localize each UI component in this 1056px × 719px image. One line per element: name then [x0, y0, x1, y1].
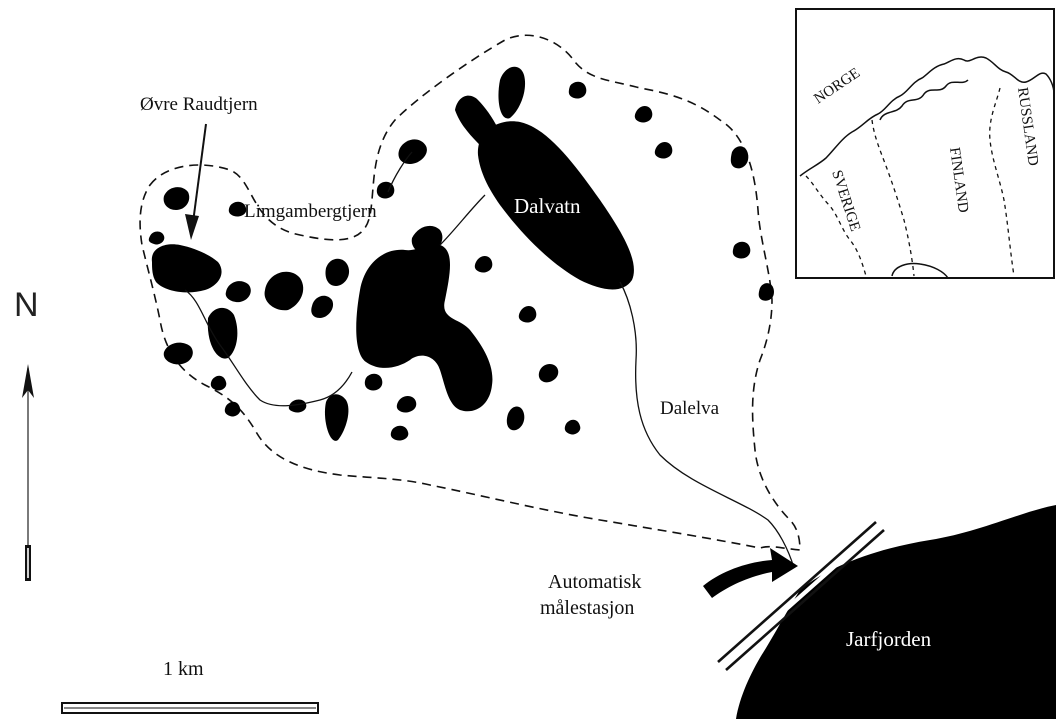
lake-west-e: [210, 375, 227, 391]
lake-mid-f: [364, 373, 383, 391]
north-arrowhead: [22, 364, 34, 398]
inset-border-finland-russland: [989, 87, 1015, 277]
label-dalelva: Dalelva: [660, 398, 720, 419]
river-nw-tributary: [387, 151, 413, 193]
lake-mid-c: [325, 258, 350, 286]
lake-mid-e: [288, 399, 307, 413]
label-limgambergtjern: Limgambergtjern: [244, 201, 377, 222]
lake-dalvatn: [477, 121, 634, 290]
lake-mid-a: [264, 271, 304, 311]
lake-east-h: [758, 283, 774, 301]
lake-east-f: [730, 146, 749, 169]
catchment-boundary: [139, 34, 801, 551]
scale-bar: [61, 702, 319, 714]
lake-west-c: [225, 281, 251, 303]
river-to-dalvatn: [439, 194, 486, 246]
road-line-b: [725, 529, 885, 671]
inset-coast-detail: [879, 79, 969, 121]
lake-mid-g: [396, 396, 417, 413]
lake-north-a: [568, 81, 587, 99]
lake-mid-h: [390, 425, 409, 441]
north-arrow-tail-slit: [27, 548, 29, 578]
north-label: N: [14, 286, 39, 324]
scale-label: 1 km: [163, 658, 204, 680]
lake-west-b: [163, 342, 193, 365]
inset-map: NORGE SVERIGE FINLAND RUSSLAND: [795, 8, 1055, 279]
inset-border-norge-sverige: [805, 175, 867, 277]
lake-east-e: [654, 142, 673, 159]
lake-east-g: [732, 241, 751, 259]
label-dalvatn: Dalvatn: [514, 194, 581, 218]
lake-east-c: [518, 306, 537, 323]
label-station-line2: målestasjon: [540, 597, 634, 619]
lake-nw-b: [228, 201, 247, 217]
lake-central-north: [411, 225, 443, 255]
lake-upper-north-2: [498, 66, 526, 119]
lake-mid-b: [311, 295, 334, 318]
lake-central-cluster: [356, 243, 493, 412]
road-line-a: [717, 521, 877, 663]
lake-west-f: [224, 401, 241, 417]
lake-nw-a: [163, 187, 190, 210]
station-arrow: [703, 548, 798, 598]
inset-coastline: [799, 56, 1055, 177]
lake-east-a: [538, 364, 559, 383]
lake-east-d: [634, 106, 653, 123]
lake-east-b: [474, 256, 493, 273]
lake-mid-d: [324, 394, 349, 441]
river-dalelva: [619, 281, 795, 569]
label-jarfjorden: Jarfjorden: [846, 627, 932, 651]
road-fill: [720, 524, 882, 668]
inset-frame: [795, 8, 1055, 279]
label-ovre-raudtjern: Øvre Raudtjern: [140, 94, 258, 115]
label-station-line1: Automatisk: [548, 571, 641, 593]
fjord-jarfjorden: [736, 505, 1056, 719]
river-upper-network: [184, 289, 353, 407]
inset-border-sverige-finland: [871, 119, 915, 277]
ovre-raudtjern-arrow-line: [191, 123, 207, 231]
lake-west-a: [207, 307, 238, 359]
inset-gulf: [891, 262, 949, 279]
ovre-raudtjern-arrowhead: [185, 214, 199, 240]
lake-se-a: [564, 419, 581, 435]
lake-upper-north: [455, 95, 510, 164]
lake-south-a: [506, 406, 525, 431]
lake-west-d: [148, 231, 165, 245]
lake-north-b: [398, 139, 427, 164]
lake-ovre-raudtjern: [151, 244, 222, 293]
